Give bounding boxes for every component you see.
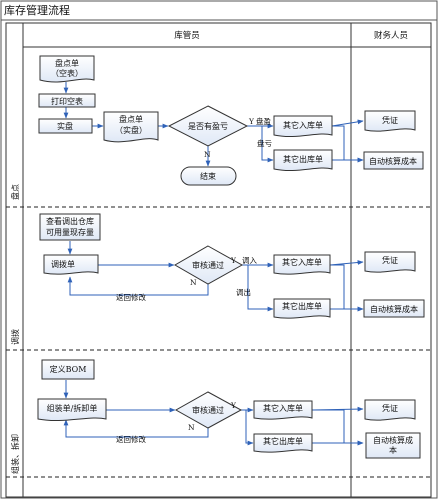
count-auto-cost[interactable] [363,151,424,170]
transfer-auto-cost-label: 自动核算成本 [370,304,418,314]
transfer-return-label: 返回修改 [116,292,146,302]
actual-count-label: 实盘 [57,121,73,131]
blank-count-sheet[interactable] [39,55,95,83]
count-voucher[interactable] [364,110,416,132]
assembly-other-inbound-sheet[interactable] [253,400,313,420]
assembly-auto-cost-label-2: 本 [389,445,397,455]
transfer-other-outbound-sheet[interactable] [273,298,331,319]
surplus-deficit-decision-label: 是否有盈亏 [188,121,228,131]
assembly-auto-cost-label-1: 自动核算成 [373,435,413,445]
actual-count-step[interactable] [38,118,93,134]
page-title: 库存管理流程 [4,3,70,17]
assembly-sheet[interactable] [37,398,107,422]
assembly-return-label: 返回修改 [116,434,146,444]
check-availability-step[interactable] [39,213,101,241]
count-lane: 盘点单 （空表） 打印空表 实盘 盘点单 （实盘） 是否有盈亏 Y N 盘盈 盘… [38,55,424,186]
check-availability-label-1: 查看调出仓库 [46,216,94,226]
lane-label-transfer: 调拨 [10,329,20,345]
transfer-other-outbound-label: 其它出库单 [282,301,322,311]
actual-count-sheet[interactable] [103,111,159,143]
transfer-in-label: 调入 [242,256,257,265]
transfer-out-label: 调出 [236,287,251,297]
assembly-approval-label: 审核通过 [192,405,224,415]
assembly-voucher-label: 凭证 [382,403,398,413]
decision-yes-label: Y [248,117,255,126]
count-other-inbound-sheet[interactable] [273,115,333,138]
assembly-other-inbound-label: 其它入库单 [263,403,303,413]
assembly-other-outbound-label: 其它出库单 [263,436,303,446]
pool-frame [5,22,432,498]
deficit-label: 盘亏 [257,138,272,148]
count-other-inbound-label: 其它入库单 [283,120,323,130]
assembly-auto-cost[interactable] [365,432,421,459]
blank-count-sheet-label-1: 盘点单 [55,58,79,68]
transfer-yes-label: Y [230,256,237,265]
check-availability-label-2: 可用量现存量 [46,227,94,237]
transfer-voucher[interactable] [364,251,416,273]
lane-label-assembly: 组装、拆卸 [10,434,20,474]
surplus-label: 盘盈 [256,116,271,126]
transfer-voucher-label: 凭证 [382,255,398,265]
actual-count-sheet-label-1: 盘点单 [119,114,143,124]
transfer-auto-cost[interactable] [363,299,425,318]
print-blank-step[interactable] [38,93,96,108]
actual-count-sheet-label-2: （实盘） [115,125,147,135]
transfer-lane: 查看调出仓库 可用量现存量 调拨单 审核通过 Y N 调入 调出 返回修改 其它… [39,213,425,319]
define-bom-step[interactable] [41,359,95,380]
assembly-other-outbound-sheet[interactable] [253,433,313,453]
count-auto-cost-label: 自动核算成本 [369,156,417,166]
print-blank-label: 打印空表 [51,96,83,106]
transfer-other-inbound-sheet[interactable] [273,254,331,275]
end-label: 结束 [200,171,216,181]
transfer-other-inbound-label: 其它入库单 [282,257,322,267]
assembly-voucher[interactable] [364,399,416,421]
count-other-outbound-label: 其它出库单 [283,154,323,164]
end-terminator[interactable] [180,166,237,186]
transfer-no-label: N [190,278,197,287]
assembly-sheet-label: 组装单/拆卸单 [47,403,98,413]
transfer-approval-decision[interactable] [173,245,244,285]
transfer-sheet[interactable] [43,254,99,275]
assembly-approval-decision[interactable] [174,391,243,429]
lane-label-count: 盘点 [10,184,20,200]
transfer-sheet-label: 调拨单 [51,259,75,269]
assembly-lane: 定义BOM 组装单/拆卸单 审核通过 Y N 返回修改 其它入库单 其它出库单 … [37,359,421,459]
assembly-no-label: N [188,423,195,432]
count-other-outbound-sheet[interactable] [273,149,333,172]
decision-no-label: N [204,150,211,159]
assembly-yes-label: Y [230,401,237,410]
column-header-finance: 财务人员 [374,30,408,41]
column-header-warehouse: 库管员 [174,30,200,41]
transfer-approval-label: 审核通过 [192,260,224,270]
count-voucher-label: 凭证 [382,115,398,125]
surplus-deficit-decision[interactable] [167,105,249,147]
blank-count-sheet-label-2: （空表） [51,68,83,78]
define-bom-label: 定义BOM [50,364,87,374]
